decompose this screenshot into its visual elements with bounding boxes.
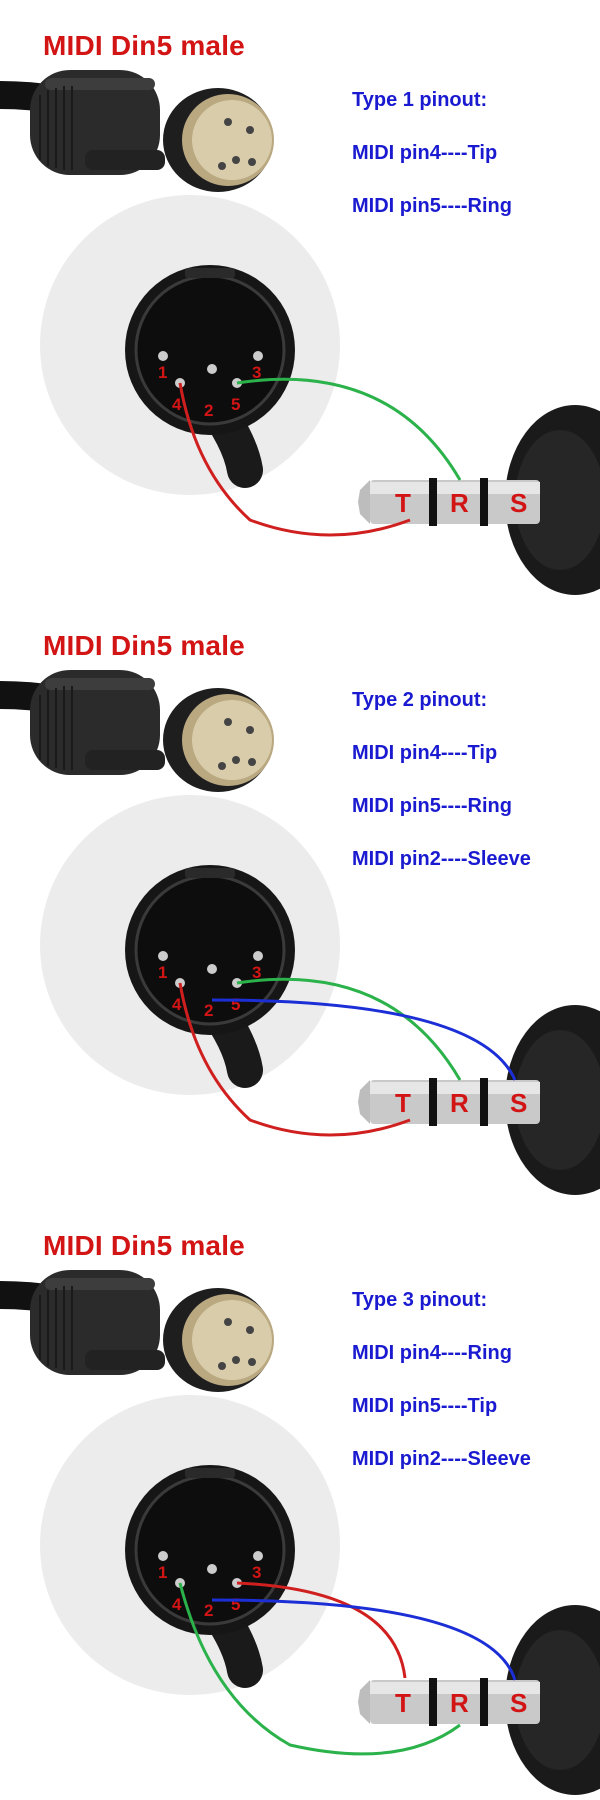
wire-pin4 (178, 982, 411, 1137)
pin-label-5: 5 (231, 995, 240, 1014)
pinout-line: MIDI pin5----Ring (352, 795, 512, 817)
pinout-line: MIDI pin2----Sleeve (352, 1448, 531, 1470)
wire-pin4 (178, 382, 411, 537)
jack-contact-sleeve: S (510, 488, 527, 518)
section-title: MIDI Din5 male (43, 1230, 245, 1261)
wire-pin2 (211, 998, 517, 1081)
trs-jack (358, 405, 600, 595)
pin-label-2: 2 (204, 1601, 213, 1620)
din-connector-face (125, 865, 295, 1035)
pinout-heading: Type 2 pinout: (352, 689, 488, 711)
wires (178, 977, 517, 1137)
din-connector-face (125, 265, 295, 435)
section-title: MIDI Din5 male (43, 630, 245, 661)
pin-label-2: 2 (204, 401, 213, 420)
din-connector-face (125, 1465, 295, 1635)
din-plug-side-view (0, 1270, 274, 1392)
trs-jack (358, 1605, 600, 1795)
pinout-section-3: 1 2 3 4 5 T R S MIDI Din5 male (0, 1200, 600, 1800)
pinout-heading: Type 3 pinout: (352, 1289, 488, 1311)
jack-contact-sleeve: S (510, 1088, 527, 1118)
pinout-line: MIDI pin4----Tip (352, 142, 498, 164)
pinout-list: Type 2 pinout: MIDI pin4----Tip MIDI pin… (352, 688, 531, 900)
pin-label-4: 4 (172, 395, 182, 414)
pin-label-4: 4 (172, 995, 182, 1014)
din-plug-side-view (0, 70, 274, 192)
wires (178, 377, 462, 537)
connector-illustration-3: 1 2 3 4 5 T R S (0, 1270, 600, 1795)
pin-label-5: 5 (231, 1595, 240, 1614)
pinout-line: MIDI pin4----Ring (352, 1342, 512, 1364)
din-plug-side-view (0, 670, 274, 792)
pinout-heading: Type 1 pinout: (352, 89, 488, 111)
connector-illustration-2: 1 2 3 4 5 T R S (0, 670, 600, 1195)
pinout-line: MIDI pin2----Sleeve (352, 848, 531, 870)
jack-contact-tip: T (395, 1688, 411, 1718)
pin-label-5: 5 (231, 395, 240, 414)
jack-contact-ring: R (450, 1688, 469, 1718)
jack-contact-sleeve: S (510, 1688, 527, 1718)
pin-label-3: 3 (252, 963, 261, 982)
wire-pin5 (236, 977, 462, 1081)
jack-contact-ring: R (450, 488, 469, 518)
section-title: MIDI Din5 male (43, 30, 245, 61)
pin-label-1: 1 (158, 963, 167, 982)
pinout-line: MIDI pin5----Tip (352, 1395, 498, 1417)
pinout-line: MIDI pin5----Ring (352, 195, 512, 217)
wire-pin2 (211, 1598, 517, 1681)
wire-pin5 (236, 377, 462, 481)
pin-label-1: 1 (158, 1563, 167, 1582)
jack-contact-ring: R (450, 1088, 469, 1118)
wires (178, 1581, 517, 1756)
pin-label-2: 2 (204, 1001, 213, 1020)
pinout-section-2: 1 2 3 4 5 T R S MIDI Din5 male (0, 600, 600, 1200)
pin-label-3: 3 (252, 363, 261, 382)
pinout-section-1: 1 2 3 4 5 T R S MIDI Din5 male (0, 0, 600, 600)
pin-label-4: 4 (172, 1595, 182, 1614)
pin-label-1: 1 (158, 363, 167, 382)
pinout-list: Type 3 pinout: MIDI pin4----Ring MIDI pi… (352, 1288, 531, 1500)
trs-jack (358, 1005, 600, 1195)
jack-contact-tip: T (395, 488, 411, 518)
jack-contact-tip: T (395, 1088, 411, 1118)
pinout-list: Type 1 pinout: MIDI pin4----Tip MIDI pin… (352, 88, 512, 247)
connector-illustration-1: 1 2 3 4 5 T R S (0, 70, 600, 595)
pinout-line: MIDI pin4----Tip (352, 742, 498, 764)
wire-pin5 (236, 1581, 407, 1679)
wire-pin4 (178, 1582, 461, 1756)
pin-label-3: 3 (252, 1563, 261, 1582)
